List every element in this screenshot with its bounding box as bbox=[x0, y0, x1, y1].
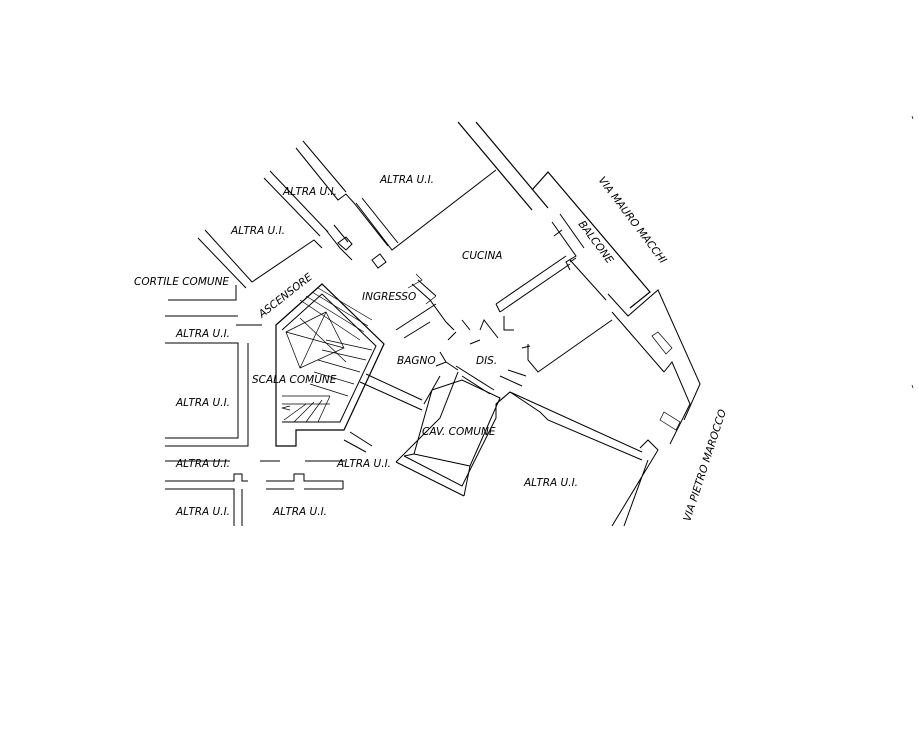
apartment-walls bbox=[395, 121, 701, 527]
label-altra-ui-bottom-center: ALTRA U.I. bbox=[272, 506, 327, 518]
label-cortile-comune: CORTILE COMUNE bbox=[134, 276, 229, 288]
label-scala-comune: SCALA COMUNE bbox=[252, 374, 337, 386]
label-altra-ui-upper-left: ALTRA U.I. bbox=[282, 186, 337, 198]
label-balcone: BALCONE bbox=[576, 219, 616, 267]
label-altra-ui-bottom-right: ALTRA U.I. bbox=[523, 477, 578, 489]
edge-marks bbox=[911, 115, 914, 389]
label-altra-ui-left-3: ALTRA U.I. bbox=[175, 397, 230, 409]
label-altra-ui-center: ALTRA U.I. bbox=[336, 458, 391, 470]
upper-left-walls bbox=[197, 140, 497, 289]
label-altra-ui-left-4: ALTRA U.I. bbox=[175, 458, 230, 470]
label-cucina: CUCINA bbox=[462, 250, 502, 262]
label-dis: DIS. bbox=[476, 355, 497, 367]
label-via-pietro-marocco: VIA PIETRO MAROCCO bbox=[681, 408, 729, 523]
stair-core bbox=[275, 283, 423, 453]
label-altra-ui-top: ALTRA U.I. bbox=[379, 174, 434, 186]
label-altra-ui-left-top: ALTRA U.I. bbox=[230, 225, 285, 237]
label-cav-comune: CAV. COMUNE bbox=[422, 426, 496, 438]
label-ingresso: INGRESSO bbox=[362, 291, 416, 303]
label-altra-ui-left-5: ALTRA U.I. bbox=[175, 506, 230, 518]
label-bagno: BAGNO bbox=[397, 355, 436, 367]
label-altra-ui-left-2: ALTRA U.I. bbox=[175, 328, 230, 340]
left-units-walls bbox=[165, 285, 345, 526]
